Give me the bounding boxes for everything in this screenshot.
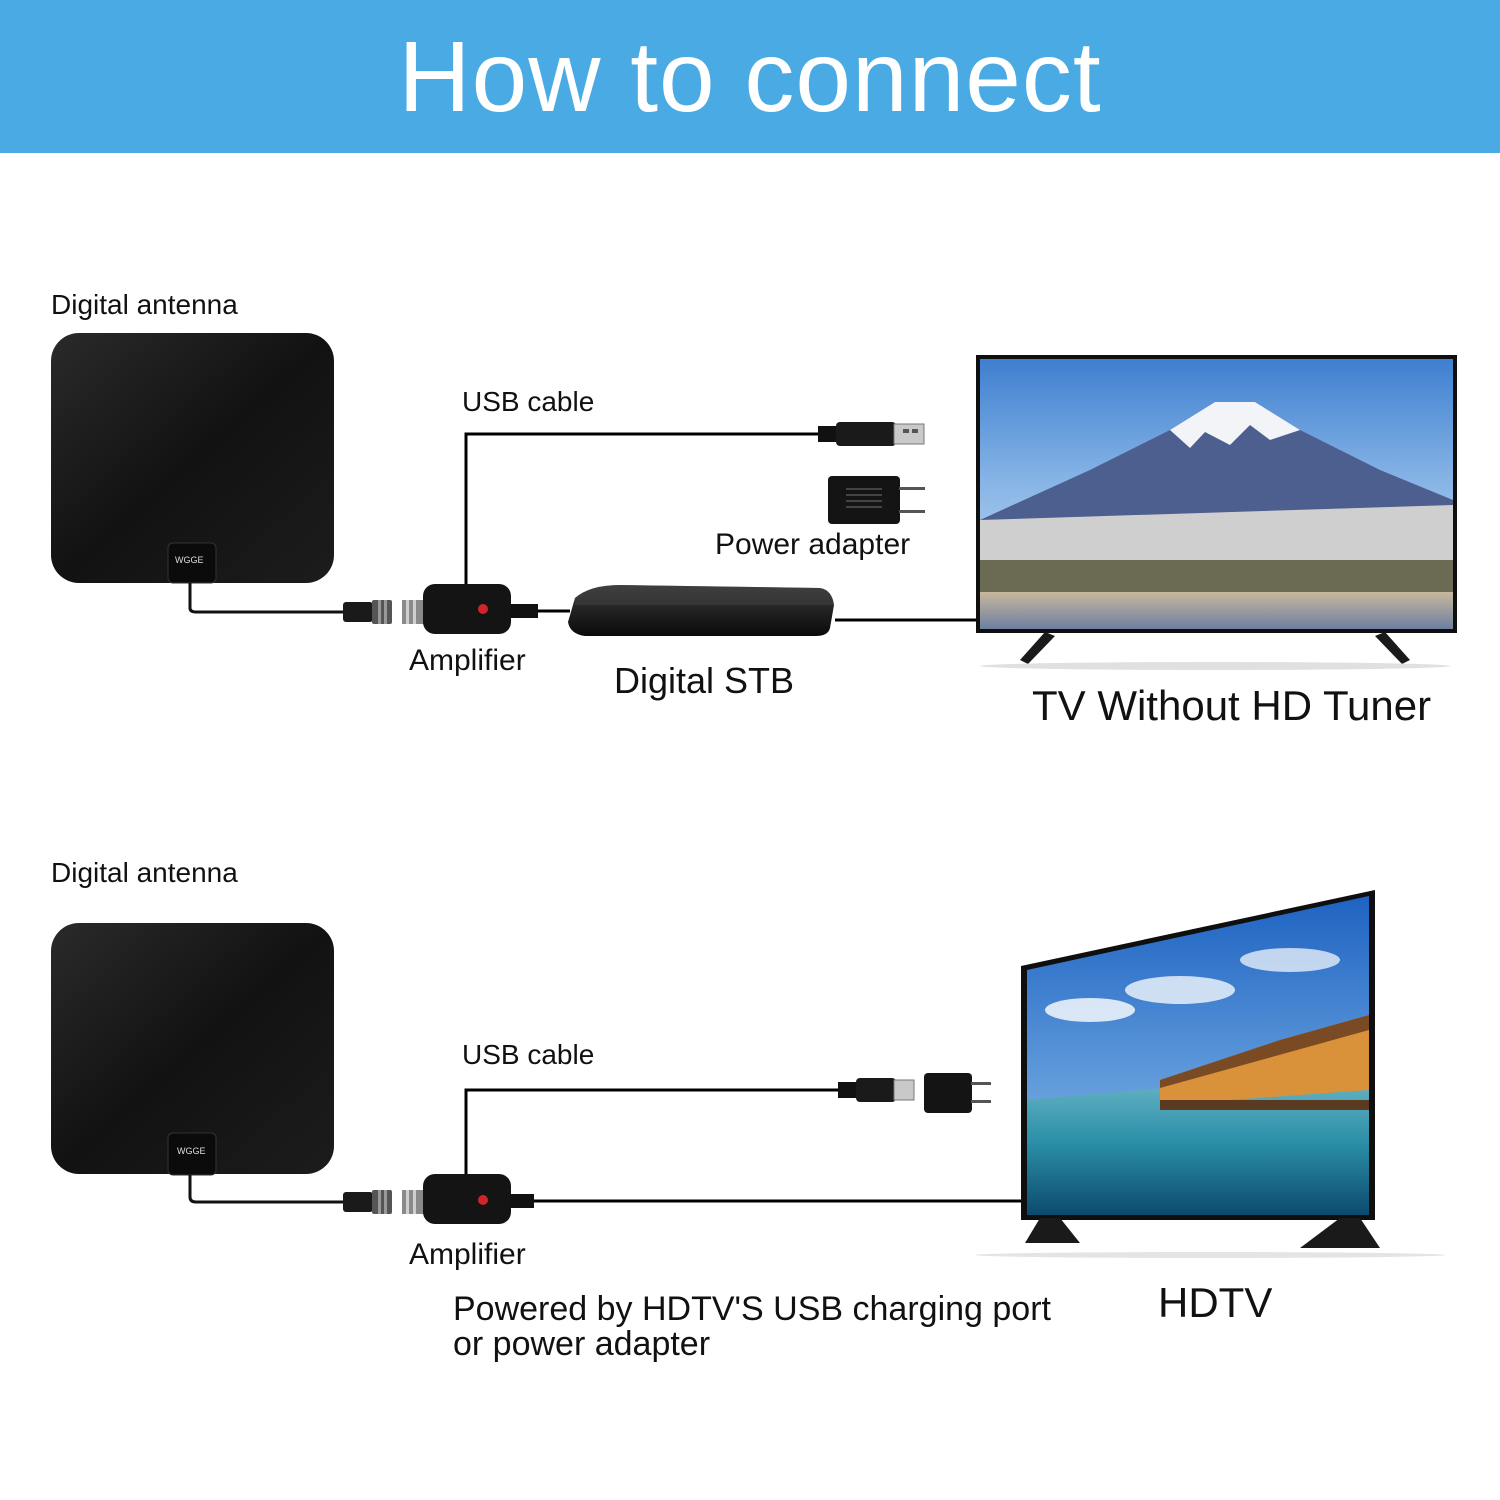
digital-stb (538, 585, 978, 636)
antenna-label-2: Digital antenna (51, 857, 238, 888)
power-adapter-1 (828, 476, 925, 524)
amplifier-label-1: Amplifier (409, 644, 526, 677)
antenna-brand-2: WGGE (177, 1146, 206, 1156)
tv-without-hd-tuner-label: TV Without HD Tuner (1032, 682, 1432, 729)
usb-cable-1 (464, 432, 820, 584)
antenna-2 (51, 923, 345, 1204)
coax-connector-2 (343, 1190, 392, 1214)
stb-label: Digital STB (614, 660, 795, 701)
amplifier-label-2: Amplifier (409, 1238, 526, 1271)
antenna-label-1: Digital antenna (51, 289, 238, 320)
power-note: Powered by HDTV'S USB charging port or p… (453, 1290, 1051, 1363)
amplifier-1 (402, 584, 538, 634)
power-adapter-2 (924, 1073, 991, 1113)
diagram-2 (51, 890, 1445, 1258)
hdtv-label: HDTV (1158, 1279, 1273, 1326)
usb-plug-2 (838, 1078, 915, 1102)
diagram-1 (51, 333, 1457, 670)
usb-cable-label-1: USB cable (462, 386, 595, 417)
usb-plug-1 (818, 422, 925, 446)
coax-connector-1 (343, 600, 392, 624)
antenna-brand-1: WGGE (175, 555, 204, 565)
amplifier-led-2 (478, 1195, 488, 1205)
usb-cable-2 (464, 1088, 840, 1174)
usb-cable-label-2: USB cable (462, 1039, 595, 1070)
tv-without-hd-tuner (976, 355, 1457, 670)
hdtv (975, 890, 1445, 1258)
power-adapter-label: Power adapter (715, 528, 911, 561)
header-banner: How to connect (0, 0, 1500, 153)
amplifier-2 (402, 1174, 534, 1224)
page-title: How to connect (398, 20, 1102, 133)
antenna-1 (51, 333, 345, 614)
amplifier-led-1 (478, 604, 488, 614)
